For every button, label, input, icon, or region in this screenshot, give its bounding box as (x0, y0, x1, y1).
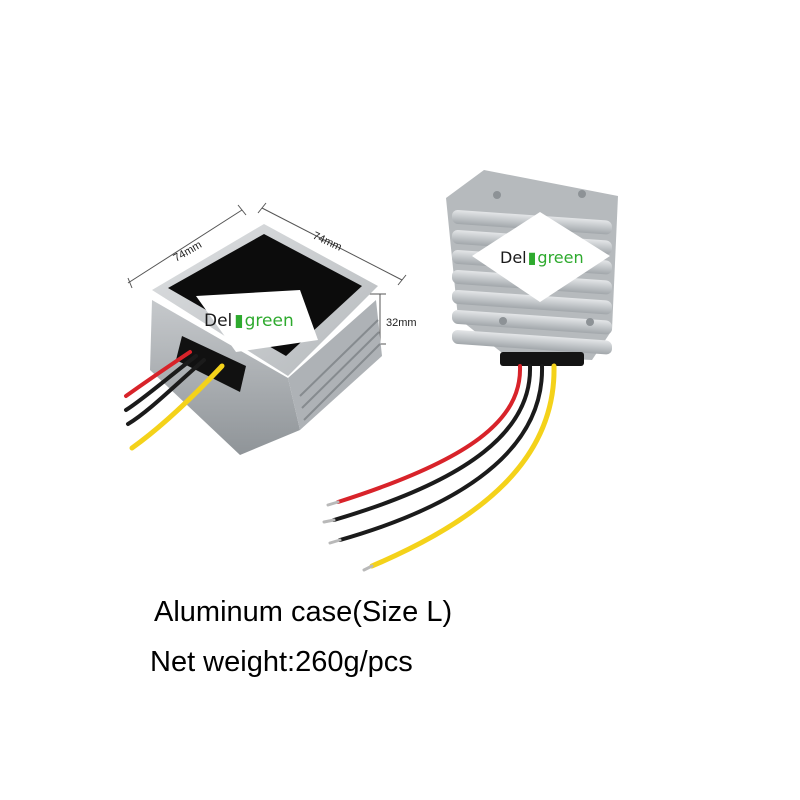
brand-suffix: green (537, 248, 583, 267)
left-converter: 74mm 74mm 32mm Del▮green (124, 202, 417, 455)
dimension-lines (127, 202, 407, 345)
wires-left (124, 350, 225, 451)
caption-case-size: Aluminum case(Size L) (154, 596, 453, 628)
brand-prefix: Del (204, 311, 232, 331)
dimension-height: 32mm (386, 317, 417, 329)
mounting-screws (493, 190, 594, 326)
case-fins (299, 319, 381, 421)
brand-logo-right: Del▮green (500, 248, 584, 267)
battery-plug-icon: ▮ (234, 311, 243, 331)
dimension-width-right: 74mm (311, 230, 344, 254)
cable-connector-right (500, 352, 584, 366)
brand-label-left (196, 290, 318, 352)
brand-label-right (472, 212, 610, 302)
brand-prefix: Del (500, 248, 527, 267)
dimension-width-left: 74mm (172, 239, 204, 265)
cable-connector-left (176, 336, 246, 392)
wire-tips (322, 500, 374, 572)
caption-net-weight: Net weight:260g/pcs (150, 646, 413, 678)
wires-right (332, 363, 557, 569)
brand-logo-left: Del▮green (204, 311, 294, 331)
battery-plug-icon: ▮ (528, 248, 537, 267)
right-converter: Del▮green (322, 170, 618, 572)
brand-suffix: green (245, 311, 294, 331)
